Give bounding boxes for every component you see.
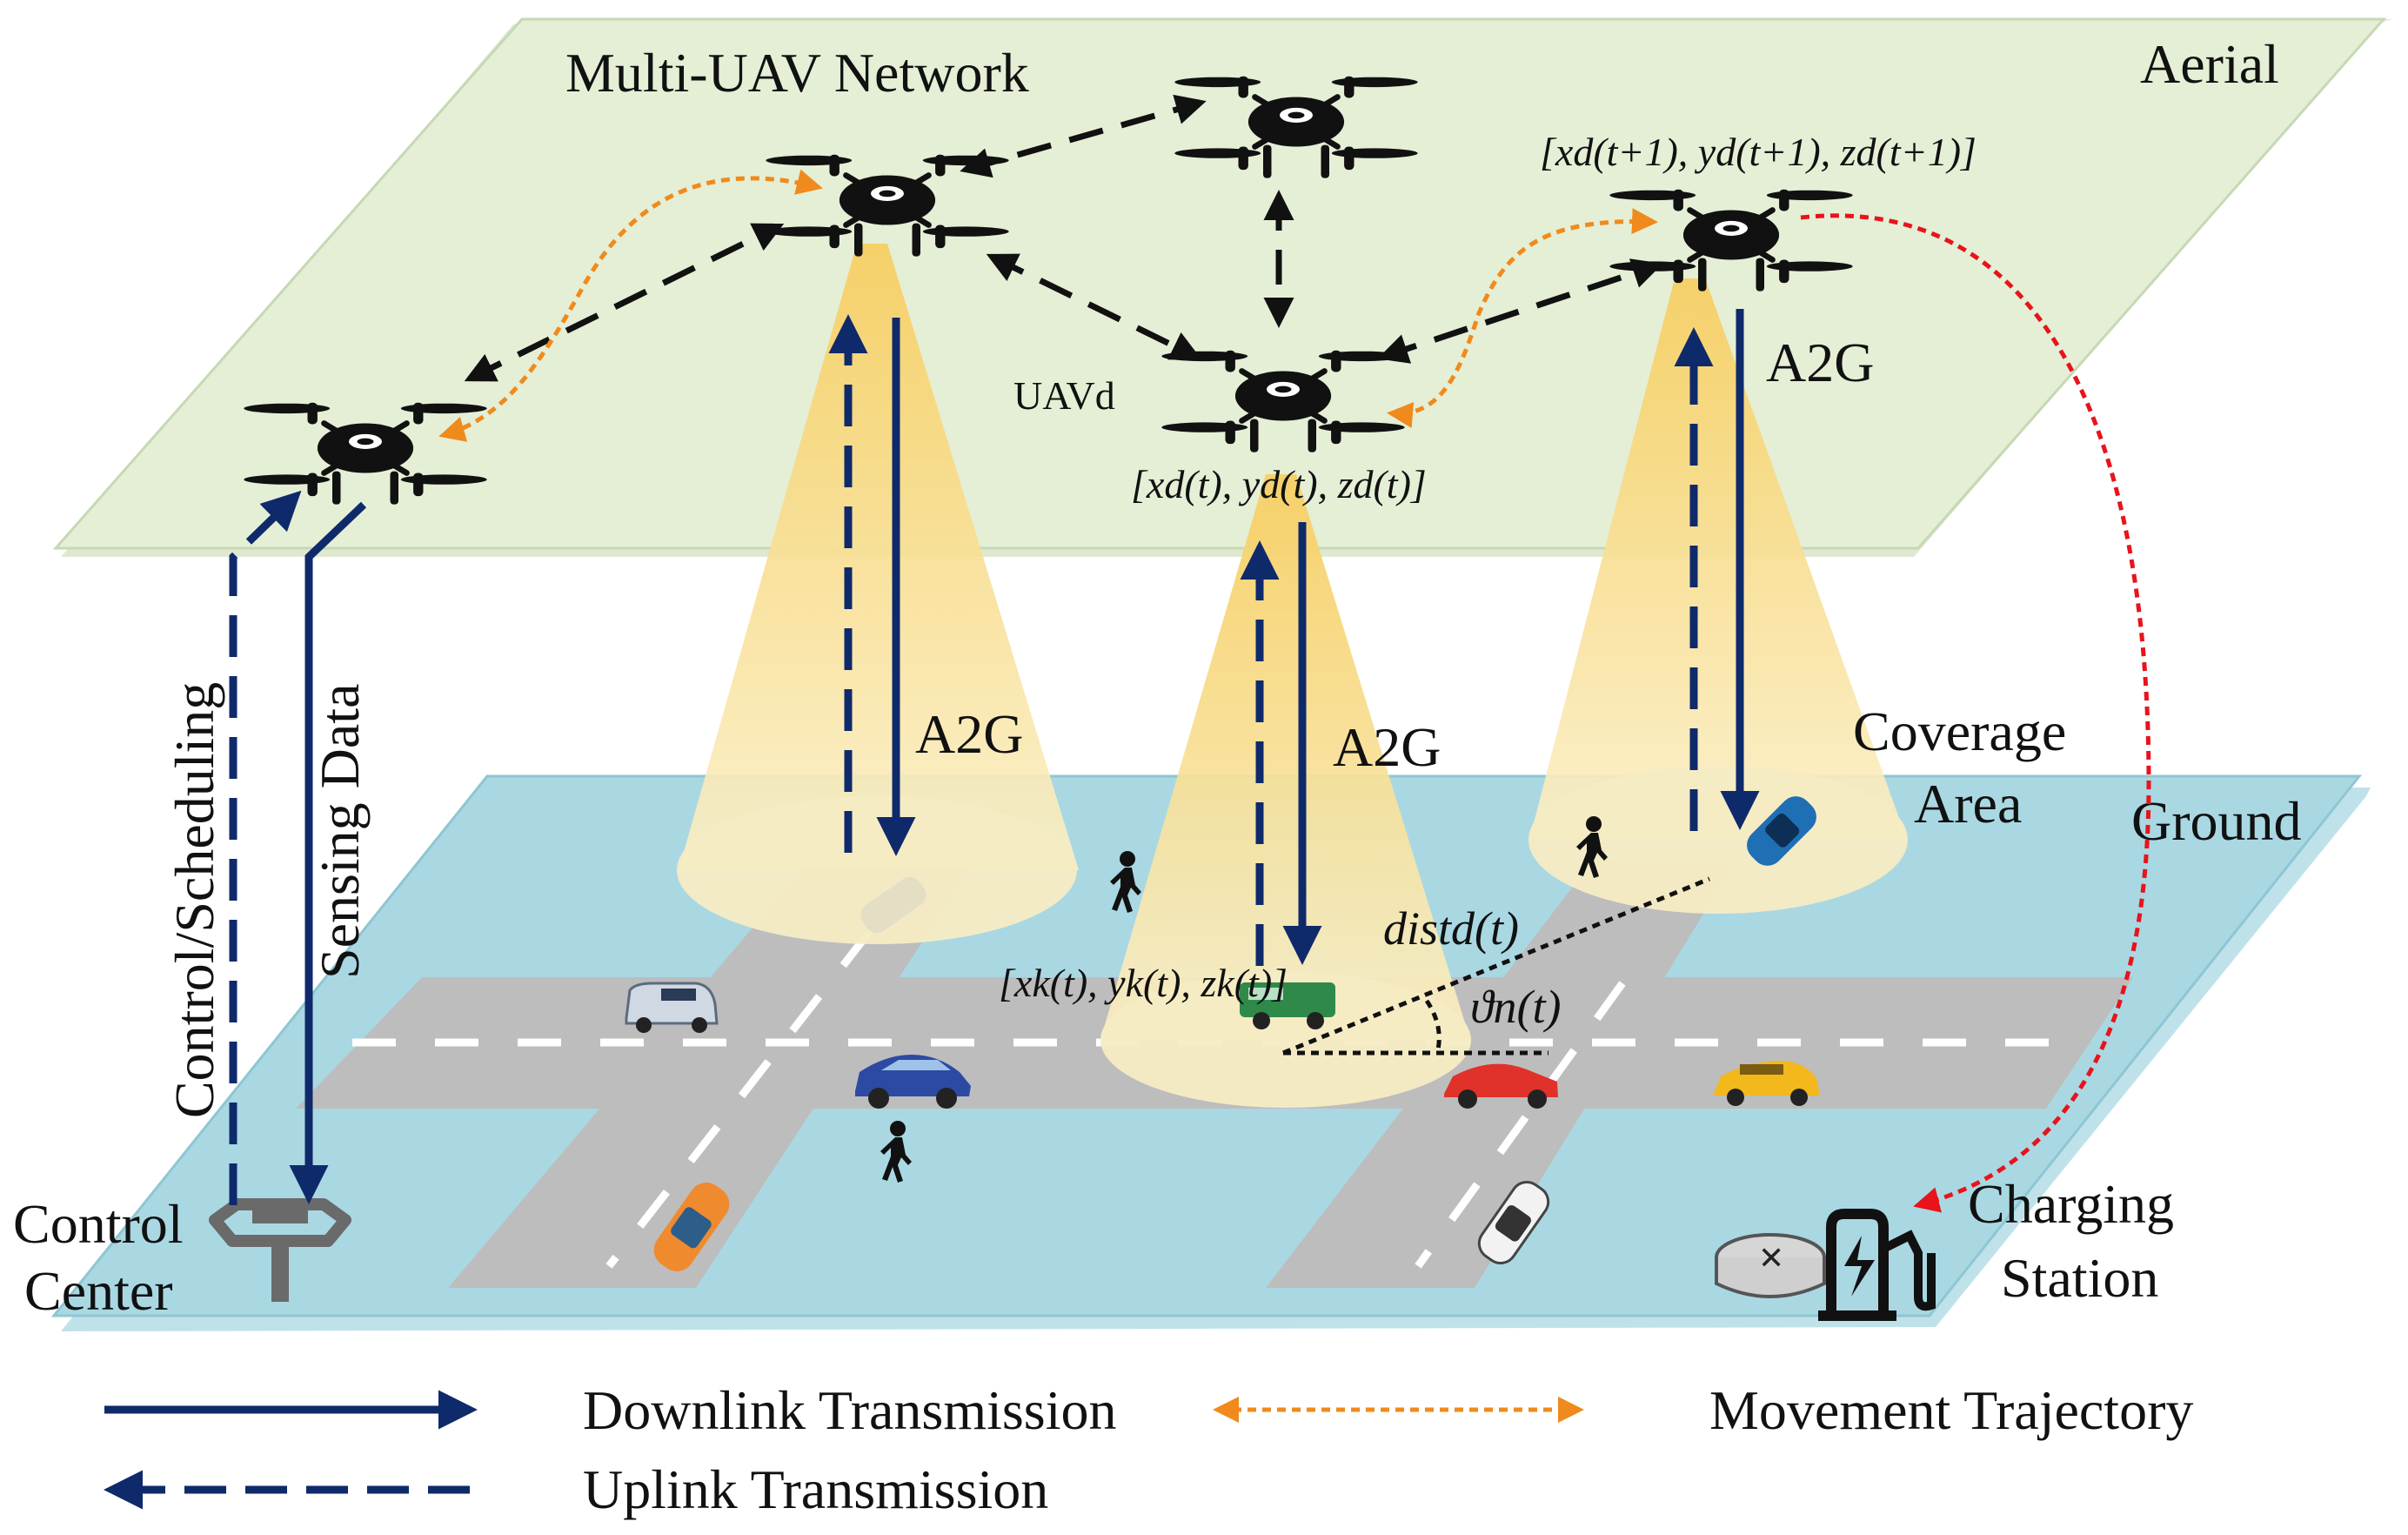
car-icon: [653, 1183, 730, 1271]
aerial-label: Aerial: [2140, 33, 2279, 95]
a2g-label-3: A2G: [1766, 332, 1874, 393]
coverage-area-2: [1100, 972, 1471, 1108]
legend: Downlink Transmission Uplink Transmissio…: [104, 1379, 2193, 1520]
legend-uplink-label: Uplink Transmission: [583, 1458, 1048, 1520]
car-icon: [855, 1055, 971, 1109]
coverage-label-2: Area: [1914, 773, 2022, 835]
uav-d-position: [xd(t), yd(t), zd(t)]: [1131, 462, 1427, 506]
sensing-data-label: Sensing Data: [309, 684, 371, 980]
coverage-beams: Coverage Area: [677, 244, 2066, 1108]
a2g-label-1: A2G: [915, 703, 1023, 765]
control-scheduling-label: Control/Scheduling: [164, 682, 225, 1118]
charging-station-icon: ✕: [1715, 1209, 1936, 1321]
svg-text:✕: ✕: [1758, 1241, 1784, 1277]
a2g-label-2: A2G: [1333, 716, 1441, 778]
uav-d-label: UAVd: [1013, 373, 1115, 418]
coverage-area-1: [677, 796, 1077, 944]
legend-downlink-label: Downlink Transmission: [583, 1379, 1116, 1441]
angle-label: ϑn(t): [1470, 981, 1561, 1033]
legend-movement-label: Movement Trajectory: [1709, 1379, 2193, 1441]
taxi-icon: [1714, 1061, 1820, 1106]
coverage-area-3: [1528, 766, 1908, 914]
network-label: Multi-UAV Network: [565, 42, 1029, 104]
charging-label-2: Station: [2001, 1247, 2158, 1309]
control-center-label: Control: [13, 1193, 184, 1255]
distance-geometry: [1282, 876, 1710, 1056]
beam-3: [1529, 278, 1907, 840]
a2g-links: A2G A2G A2G: [828, 309, 1874, 966]
car-icon: [1444, 1063, 1558, 1109]
car-icon: [1477, 1180, 1550, 1265]
charging-label: Charging: [1968, 1173, 2174, 1235]
control-center-label-2: Center: [24, 1260, 173, 1322]
car-icon: [1240, 982, 1335, 1029]
ground-objects: [625, 796, 1820, 1271]
beam-2: [1100, 474, 1470, 1040]
van-icon: [625, 982, 719, 1033]
car-icon: [860, 876, 926, 934]
uav-next-position: [xd(t+1), yd(t+1), zd(t+1)]: [1540, 130, 1977, 174]
distance-label: distd(t): [1383, 902, 1519, 955]
coverage-label: Coverage: [1853, 700, 2066, 762]
control-links: Control/Scheduling Sensing Data: [164, 490, 371, 1205]
beam-1: [679, 244, 1079, 870]
vehicle-position: [xk(t), yk(t), zk(t)]: [999, 961, 1288, 1005]
ground-label: Ground: [2131, 790, 2302, 852]
car-icon: [1747, 796, 1816, 866]
movement-trajectories: [438, 169, 1658, 442]
